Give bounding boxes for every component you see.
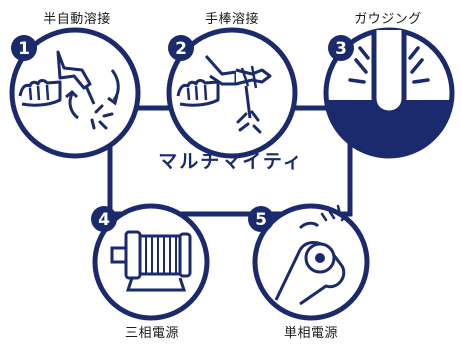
mode-4-label: 三相電源 bbox=[124, 326, 180, 341]
mode-1-label: 半自動溶接 bbox=[43, 12, 111, 27]
mode-2-label: 手棒溶接 bbox=[204, 12, 260, 27]
mode-2-number: 2 bbox=[175, 39, 187, 59]
mode-4-number: 4 bbox=[98, 210, 110, 230]
angle-grinder-icon: 5 bbox=[248, 203, 370, 321]
mode-3-label: ガウジング bbox=[354, 12, 422, 27]
center-title: マルチマイティ bbox=[158, 150, 304, 173]
mode-5-number: 5 bbox=[255, 210, 267, 230]
mode-5-label: 単相電源 bbox=[283, 326, 339, 341]
stick-welding-holder-icon: 2 bbox=[166, 27, 298, 159]
mode-3-number: 3 bbox=[335, 39, 347, 59]
three-phase-motor-icon: 4 bbox=[91, 203, 210, 321]
mode-1-number: 1 bbox=[18, 39, 30, 59]
gouging-icon: 3 bbox=[323, 27, 455, 159]
semi-auto-welding-torch-icon: 1 bbox=[9, 27, 141, 159]
